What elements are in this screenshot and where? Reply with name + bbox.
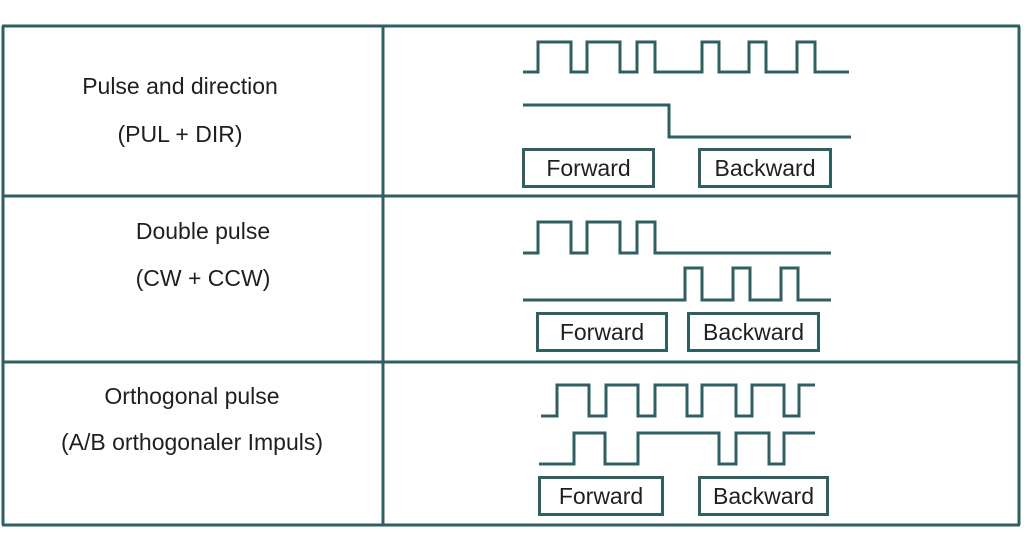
row3-title: Orthogonal pulse [104, 383, 280, 409]
row1-forward-box: Forward [522, 148, 655, 188]
row3-forward-box: Forward [538, 476, 664, 516]
row1-pul-waveform [523, 40, 849, 74]
row2-forward-box: Forward [536, 312, 668, 352]
row2-backward-box: Backward [687, 312, 820, 352]
row2-ccw-waveform [523, 266, 831, 302]
row3-a-waveform [541, 383, 815, 418]
row2-subtitle: (CW + CCW) [135, 265, 271, 291]
row3-b-waveform [539, 431, 815, 466]
row3-backward-box: Backward [698, 476, 829, 516]
row1-title: Pulse and direction [82, 73, 278, 99]
table-grid [1, 24, 1021, 527]
row1-backward-box: Backward [698, 148, 832, 188]
row1-subtitle: (PUL + DIR) [117, 121, 243, 147]
row2-cw-waveform [523, 220, 831, 255]
row3-subtitle: (A/B orthogonaler Impuls) [60, 429, 324, 455]
row1-dir-waveform [523, 103, 851, 139]
row2-title: Double pulse [135, 218, 271, 244]
waveforms [523, 40, 851, 466]
